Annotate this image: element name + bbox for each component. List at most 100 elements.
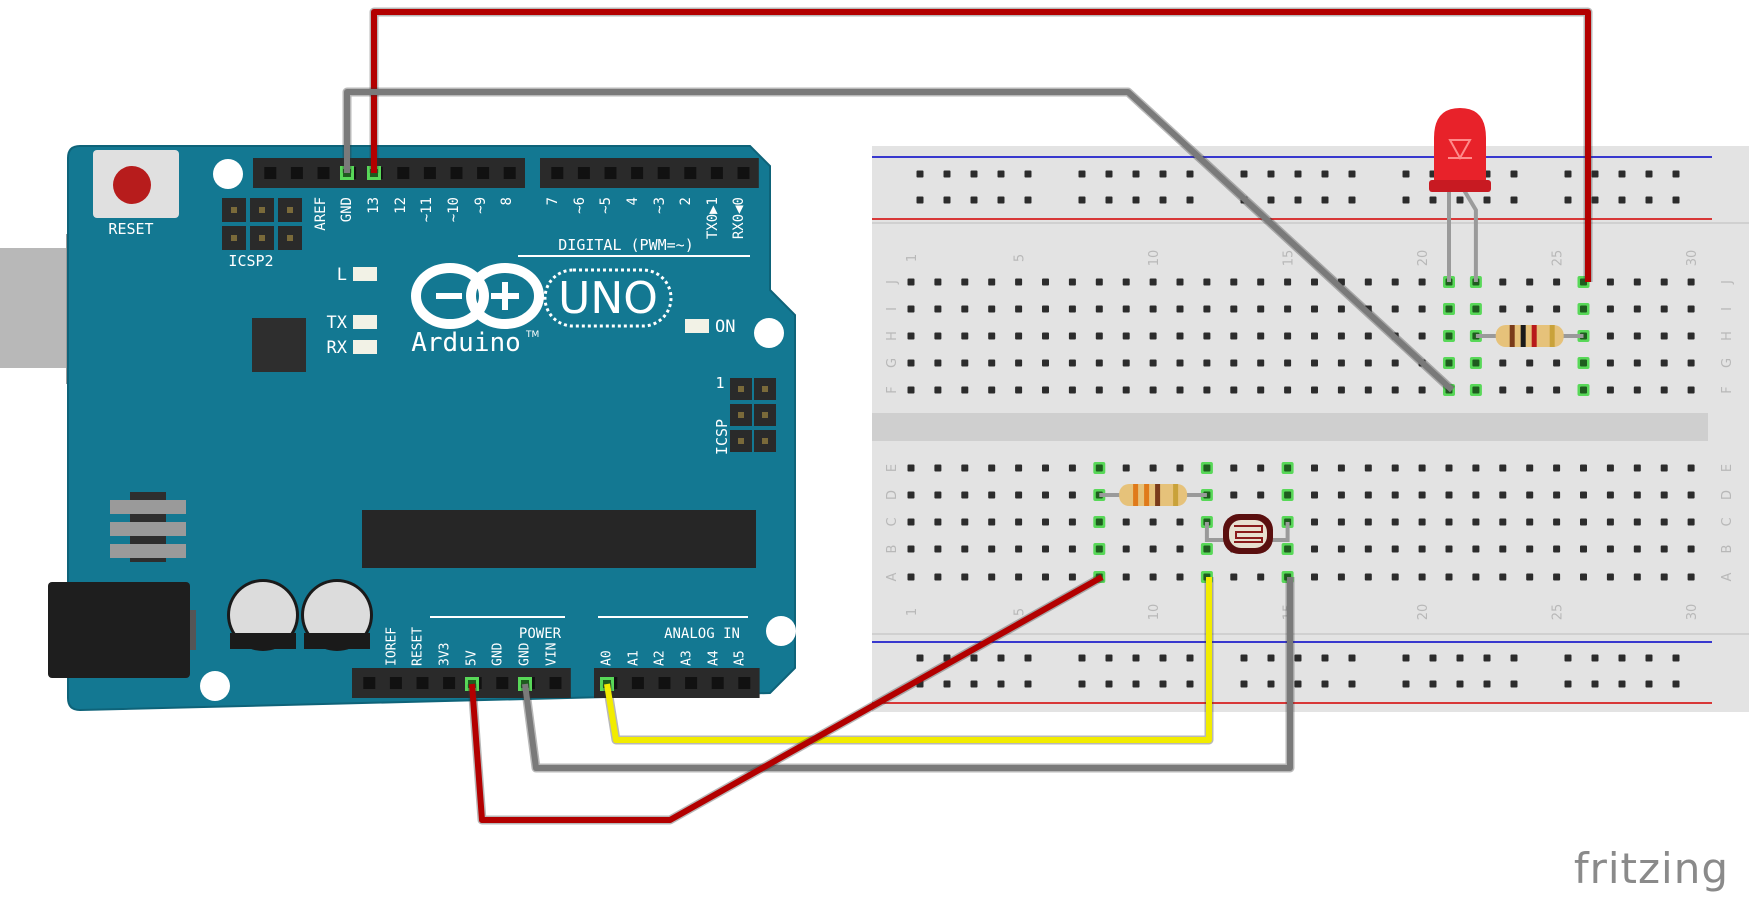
rail-hole	[1321, 196, 1329, 204]
breadboard-hole	[1015, 386, 1023, 394]
onboard-led-label-on: ON	[715, 317, 735, 337]
digital-header-left-pin	[264, 167, 277, 179]
rail-hole	[916, 654, 924, 662]
breadboard-hole	[1042, 573, 1049, 581]
breadboard-hole	[1445, 518, 1453, 526]
breadboard-hole	[907, 305, 915, 313]
digital-pin-label: 12	[393, 197, 409, 214]
rail-hole	[1645, 654, 1653, 662]
icsp2-pin-hole	[287, 207, 293, 213]
reset-button-cap	[113, 166, 151, 204]
breadboard-hole	[961, 278, 969, 286]
icsp2-pin-hole	[259, 207, 265, 213]
breadboard-hole	[1391, 545, 1399, 553]
breadboard-hole	[1472, 545, 1480, 553]
rail-hole	[1267, 654, 1275, 662]
icsp-pin-hole	[762, 438, 768, 444]
breadboard-hole	[1660, 332, 1668, 340]
analog-pin-label: A3	[680, 650, 695, 666]
onboard-led-tx	[353, 315, 377, 329]
breadboard-hole	[988, 332, 996, 340]
rail-hole	[1159, 654, 1167, 662]
breadboard-hole	[988, 573, 996, 581]
icsp-pin-hole	[738, 438, 744, 444]
breadboard-hole	[1391, 464, 1399, 472]
digital-pin-label: 7	[545, 197, 561, 205]
breadboard-hole	[1499, 386, 1507, 394]
breadboard-hole	[1095, 518, 1103, 526]
breadboard-hole	[1687, 359, 1695, 367]
power-pin-label: 3V3	[438, 643, 453, 666]
rail-hole	[1672, 196, 1680, 204]
breadboard-hole	[1042, 359, 1049, 367]
breadboard-hole	[1122, 518, 1130, 526]
icsp-pin1-label: 1	[715, 374, 724, 392]
analog-header	[594, 668, 760, 698]
breadboard-hole	[1068, 518, 1076, 526]
column-number: 1	[905, 254, 920, 262]
rail-hole	[970, 196, 978, 204]
breadboard-hole	[1660, 278, 1668, 286]
breadboard-hole	[1687, 491, 1695, 499]
led	[1429, 108, 1491, 282]
rail-hole	[1456, 196, 1464, 204]
breadboard-hole	[1606, 359, 1614, 367]
breadboard-hole	[1257, 305, 1265, 313]
digital-header-right-pin	[631, 167, 644, 179]
breadboard-hole	[1122, 573, 1130, 581]
breadboard-hole	[1042, 386, 1049, 394]
resistor-band	[1155, 484, 1161, 506]
rail-hole	[1483, 680, 1491, 688]
brand-label: Arduino	[411, 328, 521, 358]
row-label: I	[1720, 307, 1735, 311]
digital-header-left-pin	[290, 167, 303, 179]
analog-header-pin	[658, 677, 671, 689]
breadboard-hole	[1418, 491, 1426, 499]
breadboard-hole	[1149, 464, 1157, 472]
breadboard-hole	[1095, 332, 1103, 340]
rail-hole	[997, 680, 1005, 688]
breadboard-hole	[934, 359, 942, 367]
breadboard-hole	[907, 545, 915, 553]
breadboard-hole	[1418, 386, 1426, 394]
row-label: H	[1720, 331, 1735, 341]
power-header-pin	[389, 677, 402, 689]
row-label: B	[885, 545, 900, 554]
digital-header-right-pin	[577, 167, 590, 179]
reset-label: RESET	[108, 220, 153, 238]
breadboard-hole	[1311, 518, 1318, 526]
breadboard-hole	[1122, 332, 1130, 340]
rail-hole	[1618, 196, 1626, 204]
breadboard-hole	[1068, 491, 1076, 499]
breadboard-hole	[1095, 305, 1103, 313]
mounting-hole	[200, 671, 230, 701]
digital-pin-label: 13	[366, 197, 382, 214]
rail-hole	[1267, 196, 1275, 204]
breadboard-hole	[1149, 332, 1157, 340]
rail-hole	[1618, 680, 1626, 688]
breadboard-hole	[961, 305, 969, 313]
breadboard-hole	[1203, 359, 1211, 367]
digital-pin-label: ~11	[419, 197, 435, 222]
atmega-chip	[362, 510, 756, 568]
breadboard-hole	[961, 545, 969, 553]
breadboard-hole	[1203, 305, 1211, 313]
regulator-leg	[110, 500, 186, 514]
rail-hole	[1294, 680, 1302, 688]
breadboard-hole	[1015, 359, 1023, 367]
breadboard-hole	[1364, 386, 1372, 394]
breadboard-hole	[1284, 278, 1292, 286]
power-header-pin	[416, 677, 429, 689]
breadboard-hole	[1042, 491, 1049, 499]
breadboard-hole	[1095, 545, 1103, 553]
trademark: TM	[525, 330, 539, 340]
breadboard-hole	[1149, 518, 1157, 526]
breadboard-hole	[1176, 278, 1184, 286]
breadboard-hole	[1660, 545, 1668, 553]
breadboard-hole	[934, 491, 942, 499]
logo-plus-v	[502, 282, 508, 310]
breadboard-hole	[1230, 386, 1238, 394]
resistor-band	[1520, 325, 1526, 347]
wire-gnd-to-led	[344, 89, 1455, 393]
